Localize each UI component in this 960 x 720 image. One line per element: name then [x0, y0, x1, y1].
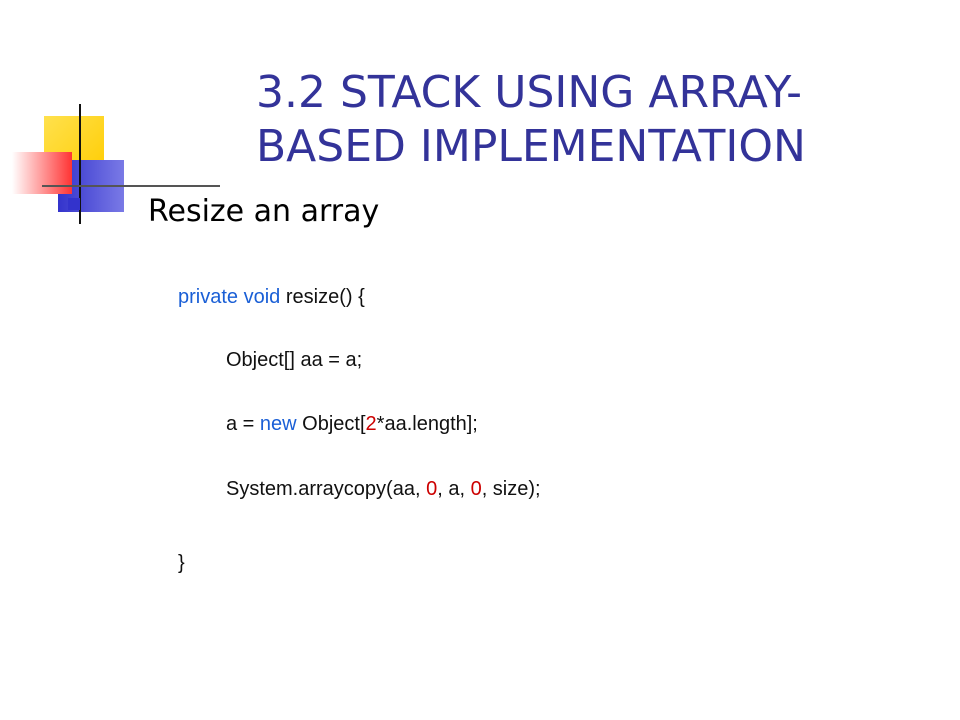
slide-title: 3.2 STACK USING ARRAY- BASED IMPLEMENTAT…	[256, 66, 806, 174]
number-literal: 2	[365, 413, 377, 435]
number-literal: 0	[426, 478, 438, 500]
bullet-marker	[68, 198, 80, 210]
code-text: Object[] aa = a;	[226, 349, 363, 371]
keyword: void	[243, 286, 281, 308]
code-text: }	[178, 552, 185, 574]
bullet-text: Resize an array	[148, 194, 380, 229]
code-text: a =	[226, 413, 260, 435]
code-line-3: a = new Object[2*aa.length];	[226, 413, 478, 436]
code-text: Object[	[296, 413, 366, 435]
code-text: , size);	[481, 478, 541, 500]
code-text: System.arraycopy(aa,	[226, 478, 427, 500]
code-line-1: private void resize() {	[178, 286, 365, 309]
code-text: , a,	[437, 478, 471, 500]
title-line-2: BASED IMPLEMENTATION	[256, 121, 806, 172]
code-line-2: Object[] aa = a;	[226, 349, 362, 372]
number-literal: 0	[470, 478, 482, 500]
red-square	[12, 152, 72, 194]
code-text: *aa.length];	[376, 413, 478, 435]
code-line-4: System.arraycopy(aa, 0, a, 0, size);	[226, 478, 541, 501]
keyword: private	[178, 286, 239, 308]
code-line-5: }	[178, 552, 185, 575]
code-text: resize() {	[285, 286, 365, 308]
title-line-1: 3.2 STACK USING ARRAY-	[256, 67, 803, 118]
keyword: new	[259, 413, 297, 435]
